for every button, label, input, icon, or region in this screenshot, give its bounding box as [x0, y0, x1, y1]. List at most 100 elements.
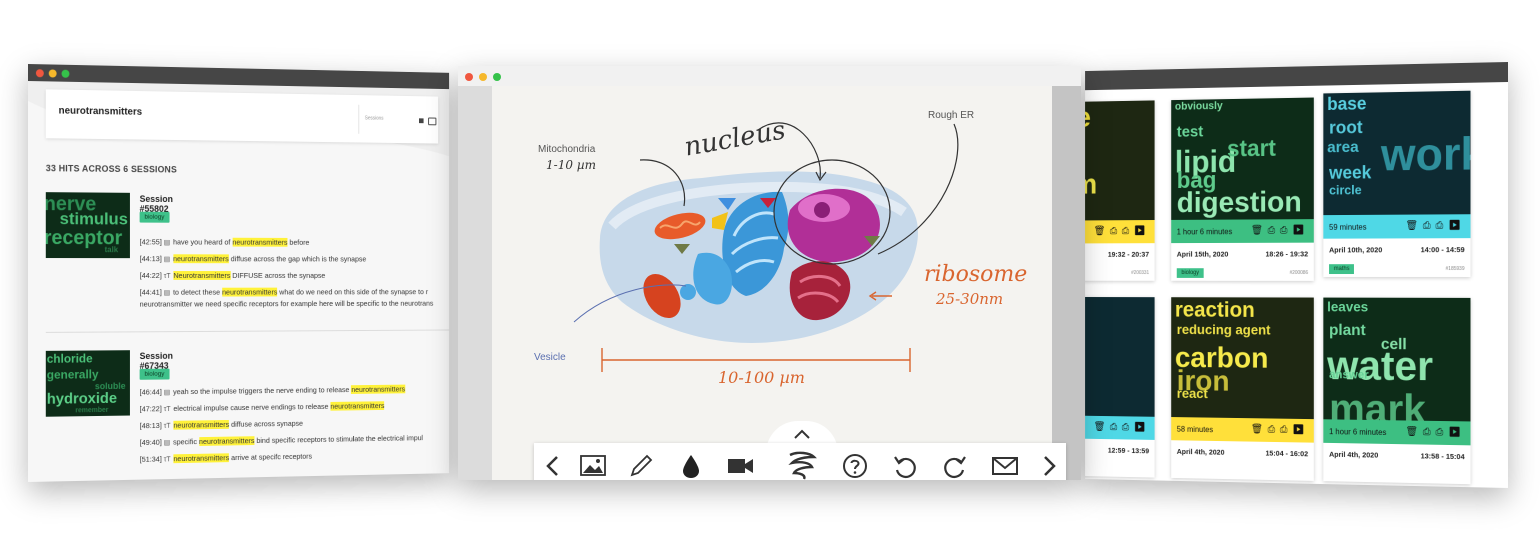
ribosome-size: 25-30nm: [936, 290, 1004, 308]
close-dot-icon[interactable]: [35, 69, 44, 78]
card-status-bar: 1 hour 6 minutes🗑⎙⎙▶: [1323, 419, 1471, 446]
session-card[interactable]: reasemoleculetionbriumsolution🗑⎙⎙▶19:32 …: [1085, 100, 1155, 281]
text-icon: τT: [163, 273, 171, 280]
cloud-word: rease: [1085, 101, 1091, 135]
cloud-word: base: [1327, 93, 1367, 114]
maximize-dot-icon[interactable]: [61, 69, 70, 78]
session-date: April 10th, 2020: [1329, 245, 1383, 255]
session-card[interactable]: rclentrearedork🗑⎙⎙▶12:59 - 13:59: [1085, 296, 1155, 478]
card-status-bar: 59 minutes🗑⎙⎙▶: [1323, 214, 1471, 239]
card-actions-icon[interactable]: 🗑⎙⎙▶: [1093, 225, 1150, 237]
stop-icon[interactable]: [419, 118, 424, 124]
redo-icon[interactable]: [940, 451, 970, 480]
search-highlight: neurotransmitters: [222, 287, 278, 297]
line-text: electrical impulse cause nerve endings t…: [173, 401, 331, 413]
transcript-line[interactable]: [46:44]▤yeah so the impulse triggers the…: [139, 384, 406, 397]
session-duration: 58 minutes: [1176, 424, 1214, 435]
video-icon[interactable]: [726, 451, 756, 480]
session-time: 13:58 - 15:04: [1420, 451, 1465, 462]
chat-icon: ▤: [163, 389, 171, 397]
cloud-word: week: [1329, 162, 1372, 183]
divider: [45, 329, 450, 333]
search-highlight: neurotransmitters: [172, 254, 229, 264]
search-results-window: neurotransmitters Sessions 33 HITS ACROS…: [28, 64, 450, 482]
cloud-word: start: [1226, 135, 1276, 163]
cloud-word: plant: [1329, 322, 1366, 340]
cloud-word: work: [1380, 127, 1471, 181]
chat-icon[interactable]: [428, 117, 437, 126]
cloud-word: chloride: [46, 351, 93, 366]
word-cloud[interactable]: rclentrearedork: [1085, 296, 1155, 417]
card-actions-icon[interactable]: 🗑⎙⎙▶: [1093, 421, 1150, 434]
chevron-left-icon[interactable]: [538, 451, 568, 480]
ribosome-cluster: [789, 261, 851, 321]
word-cloud-thumbnail[interactable]: nerve stimulus receptor talk: [45, 192, 130, 259]
ink-drop-icon[interactable]: [676, 451, 706, 480]
maximize-dot-icon[interactable]: [493, 73, 501, 81]
text-icon: τT: [163, 422, 171, 430]
card-actions-icon[interactable]: 🗑⎙⎙▶: [1251, 225, 1310, 237]
undo-icon[interactable]: [890, 451, 920, 480]
search-bar[interactable]: neurotransmitters Sessions: [45, 89, 442, 144]
search-highlight: neurotransmitters: [173, 419, 230, 430]
minimize-dot-icon[interactable]: [48, 69, 57, 78]
transcript-line[interactable]: [44:41]▤to detect these neurotransmitter…: [140, 287, 428, 296]
card-actions-icon[interactable]: 🗑⎙⎙▶: [1405, 220, 1466, 232]
word-cloud[interactable]: reasemoleculetionbriumsolution: [1085, 100, 1155, 221]
transcript-line[interactable]: [49:40]▤specific neurotransmitters bind …: [140, 433, 423, 447]
search-highlight: neurotransmitters: [198, 436, 255, 446]
card-actions-icon[interactable]: 🗑⎙⎙▶: [1251, 424, 1310, 436]
chevron-right-icon[interactable]: [1034, 451, 1064, 480]
image-icon[interactable]: [578, 451, 608, 480]
help-icon[interactable]: [840, 451, 870, 480]
app-logo-icon[interactable]: [784, 447, 820, 480]
mitochondria-label: Mitochondria: [538, 144, 596, 155]
line-text: bind specific receptors to stimulate the…: [254, 433, 424, 445]
chat-icon: ▤: [163, 439, 171, 447]
timestamp: [44:22]: [139, 271, 162, 280]
line-text: DIFFUSE across the synapse: [230, 271, 326, 280]
card-status-bar: 🗑⎙⎙▶: [1085, 220, 1155, 244]
search-highlight: neurotransmitters: [351, 384, 406, 394]
cloud-word: hydroxide: [46, 389, 118, 408]
sessions-grid-window: reasemoleculetionbriumsolution🗑⎙⎙▶19:32 …: [1085, 62, 1508, 488]
card-status-bar: 1 hour 6 minutes🗑⎙⎙▶: [1171, 219, 1314, 244]
line-text: to detect these: [172, 287, 223, 297]
search-input[interactable]: neurotransmitters: [58, 105, 143, 118]
pencil-icon[interactable]: [626, 451, 656, 480]
timestamp: [46:44]: [139, 387, 162, 397]
chat-icon: ▤: [163, 289, 171, 297]
card-actions-icon[interactable]: 🗑⎙⎙▶: [1405, 426, 1466, 439]
window-titlebar: [458, 66, 1081, 86]
timestamp: [47:22]: [139, 404, 162, 414]
golgi: [693, 252, 733, 305]
mail-icon[interactable]: [990, 451, 1020, 480]
whiteboard-toolbar: [534, 443, 1066, 480]
right-gutter: [1052, 86, 1081, 480]
cloud-word: root: [1329, 117, 1363, 138]
minimize-dot-icon[interactable]: [479, 73, 487, 81]
transcript-line[interactable]: [42:55]▤have you heard of neurotransmitt…: [140, 237, 310, 246]
close-dot-icon[interactable]: [465, 73, 473, 81]
whiteboard-canvas[interactable]: Mitochondria 1-10 µm nucleus Rough ER ri…: [492, 86, 1066, 480]
whiteboard-window: Mitochondria 1-10 µm nucleus Rough ER ri…: [458, 66, 1081, 480]
transcript-line[interactable]: [44:13]▤neurotransmitters diffuse across…: [140, 254, 367, 263]
search-highlight: neurotransmitters: [173, 453, 230, 464]
cloud-word: obviously: [1174, 100, 1223, 113]
word-cloud-thumbnail[interactable]: chloride generally soluble hydroxide rem…: [45, 350, 130, 417]
mitochondria-size: 1-10 µm: [546, 158, 596, 172]
search-highlight: Neurotransmitters: [173, 271, 231, 280]
timestamp: [48:13]: [139, 420, 162, 431]
